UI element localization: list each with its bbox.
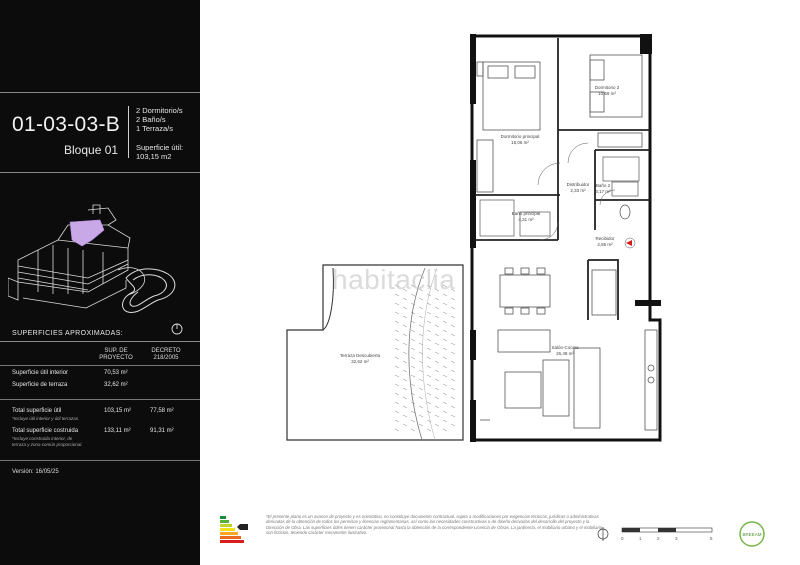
- terrace-outline: [286, 264, 464, 441]
- row-label: Superficie útil interior: [12, 370, 69, 376]
- room-area: 15,06 m²: [511, 140, 529, 145]
- useful-surface: Superficie útil: 103,15 m2: [136, 143, 183, 161]
- terrace-planting: [394, 284, 456, 432]
- version-label: Versión: 16/05/25: [12, 469, 59, 475]
- row-label: Total superficie costruida: [12, 428, 79, 434]
- living-furniture: [497, 267, 658, 431]
- door-swings: [537, 142, 636, 249]
- compass-icon: [171, 323, 183, 335]
- room-summary-line: 2 Baño/s: [136, 115, 166, 124]
- watermark-text: habitaclia: [332, 264, 456, 295]
- column-header-line: 218/2005: [153, 355, 179, 361]
- unit-code: 01-03-03-B: [12, 113, 121, 136]
- floor-plan: Dormitorio principal 15,06 m² Dormitorio…: [220, 34, 765, 547]
- room-summary-line: 1 Terraza/s: [136, 124, 173, 133]
- row-project-value: 32,62 m²: [104, 382, 128, 388]
- room-area: 2,33 m²: [570, 188, 586, 193]
- row-project-value: 103,15 m²: [104, 408, 132, 414]
- divider: [0, 172, 200, 173]
- column-header-line: DECRETO: [151, 348, 181, 354]
- room-summary-line: 2 Dormitorio/s: [136, 106, 183, 115]
- bathroom-fixtures: [479, 156, 640, 237]
- column-header-line: SUP. DE: [104, 348, 128, 354]
- surfaces-title: SUPERFICIES APROXIMADAS:: [12, 330, 124, 337]
- useful-surface-label: Superficie útil:: [136, 143, 184, 152]
- scale-label: 3: [675, 536, 678, 541]
- breeam-badge-icon: BREEAM: [739, 521, 765, 547]
- divider: [0, 460, 200, 461]
- row-label: Total superficie útil: [12, 408, 62, 414]
- useful-surface-value: 103,15 m2: [136, 152, 172, 161]
- room-label: Distribuidor: [567, 182, 590, 187]
- energy-rating-icon: [220, 516, 248, 543]
- room-label: Baño 2: [596, 183, 611, 188]
- entrance-arrow-icon: [626, 240, 632, 246]
- scale-bar: [621, 527, 713, 533]
- row-note: *Incluye construida interior, de terraza…: [12, 436, 83, 447]
- scale-label: 2: [657, 536, 660, 541]
- room-area: 32,62 m²: [351, 359, 369, 364]
- room-area: 10,69 m²: [598, 91, 616, 96]
- row-project-value: 133,11 m²: [104, 428, 131, 434]
- bed-second: [589, 54, 643, 118]
- bed-main: [476, 61, 541, 131]
- room-area: 3,17 m²: [595, 189, 611, 194]
- divider: [0, 399, 200, 400]
- north-arrow-icon: [597, 527, 609, 541]
- room-label: Recibidor: [595, 236, 615, 241]
- disclaimer-text: *El presente plano es un avance de proye…: [266, 514, 603, 536]
- divider: [0, 365, 200, 366]
- wardrobes: [476, 132, 643, 316]
- row-project-value: 70,53 m²: [104, 370, 128, 376]
- row-decree-value: 77,58 m²: [150, 408, 174, 414]
- column-header-decree: DECRETO 218/2005: [146, 348, 186, 362]
- badge-text: BREEAM: [742, 532, 761, 537]
- room-area: 2,86 m²: [597, 242, 613, 247]
- row-decree-value: 91,31 m²: [150, 428, 174, 434]
- column-header-project: SUP. DE PROYECTO: [96, 348, 136, 362]
- scale-label: 1: [639, 536, 642, 541]
- room-label: Terraza Descubierta: [340, 353, 381, 358]
- apartment-walls: [470, 34, 662, 442]
- building-key-plan: [8, 204, 176, 314]
- room-labels: Dormitorio principal 15,06 m² Dormitorio…: [340, 85, 620, 364]
- room-label: Dormitorio principal: [501, 134, 540, 139]
- room-label: Baño principal: [512, 211, 541, 216]
- room-area: 26,49 m²: [556, 351, 574, 356]
- block-label: Bloque 01: [64, 143, 119, 157]
- divider: [0, 92, 200, 93]
- room-label: Dormitorio 2: [595, 85, 620, 90]
- scale-label: 5: [710, 536, 713, 541]
- row-label: Superficie de terraza: [12, 382, 68, 388]
- divider: [0, 341, 200, 342]
- room-area: 4,31 m²: [518, 217, 534, 222]
- vertical-divider: [128, 106, 129, 158]
- room-label: Salón-Cocina: [551, 345, 579, 350]
- column-header-line: PROYECTO: [99, 355, 133, 361]
- interior-walls: [475, 38, 650, 320]
- row-note: *Incluye útil interior y útil terrazas.: [12, 416, 80, 421]
- scale-label: 0: [621, 536, 624, 541]
- wall-thickenings: [470, 34, 661, 442]
- info-panel: 01-03-03-B Bloque 01 2 Dormitorio/s 2 Ba…: [0, 0, 200, 565]
- room-summary: 2 Dormitorio/s 2 Baño/s 1 Terraza/s: [136, 106, 183, 133]
